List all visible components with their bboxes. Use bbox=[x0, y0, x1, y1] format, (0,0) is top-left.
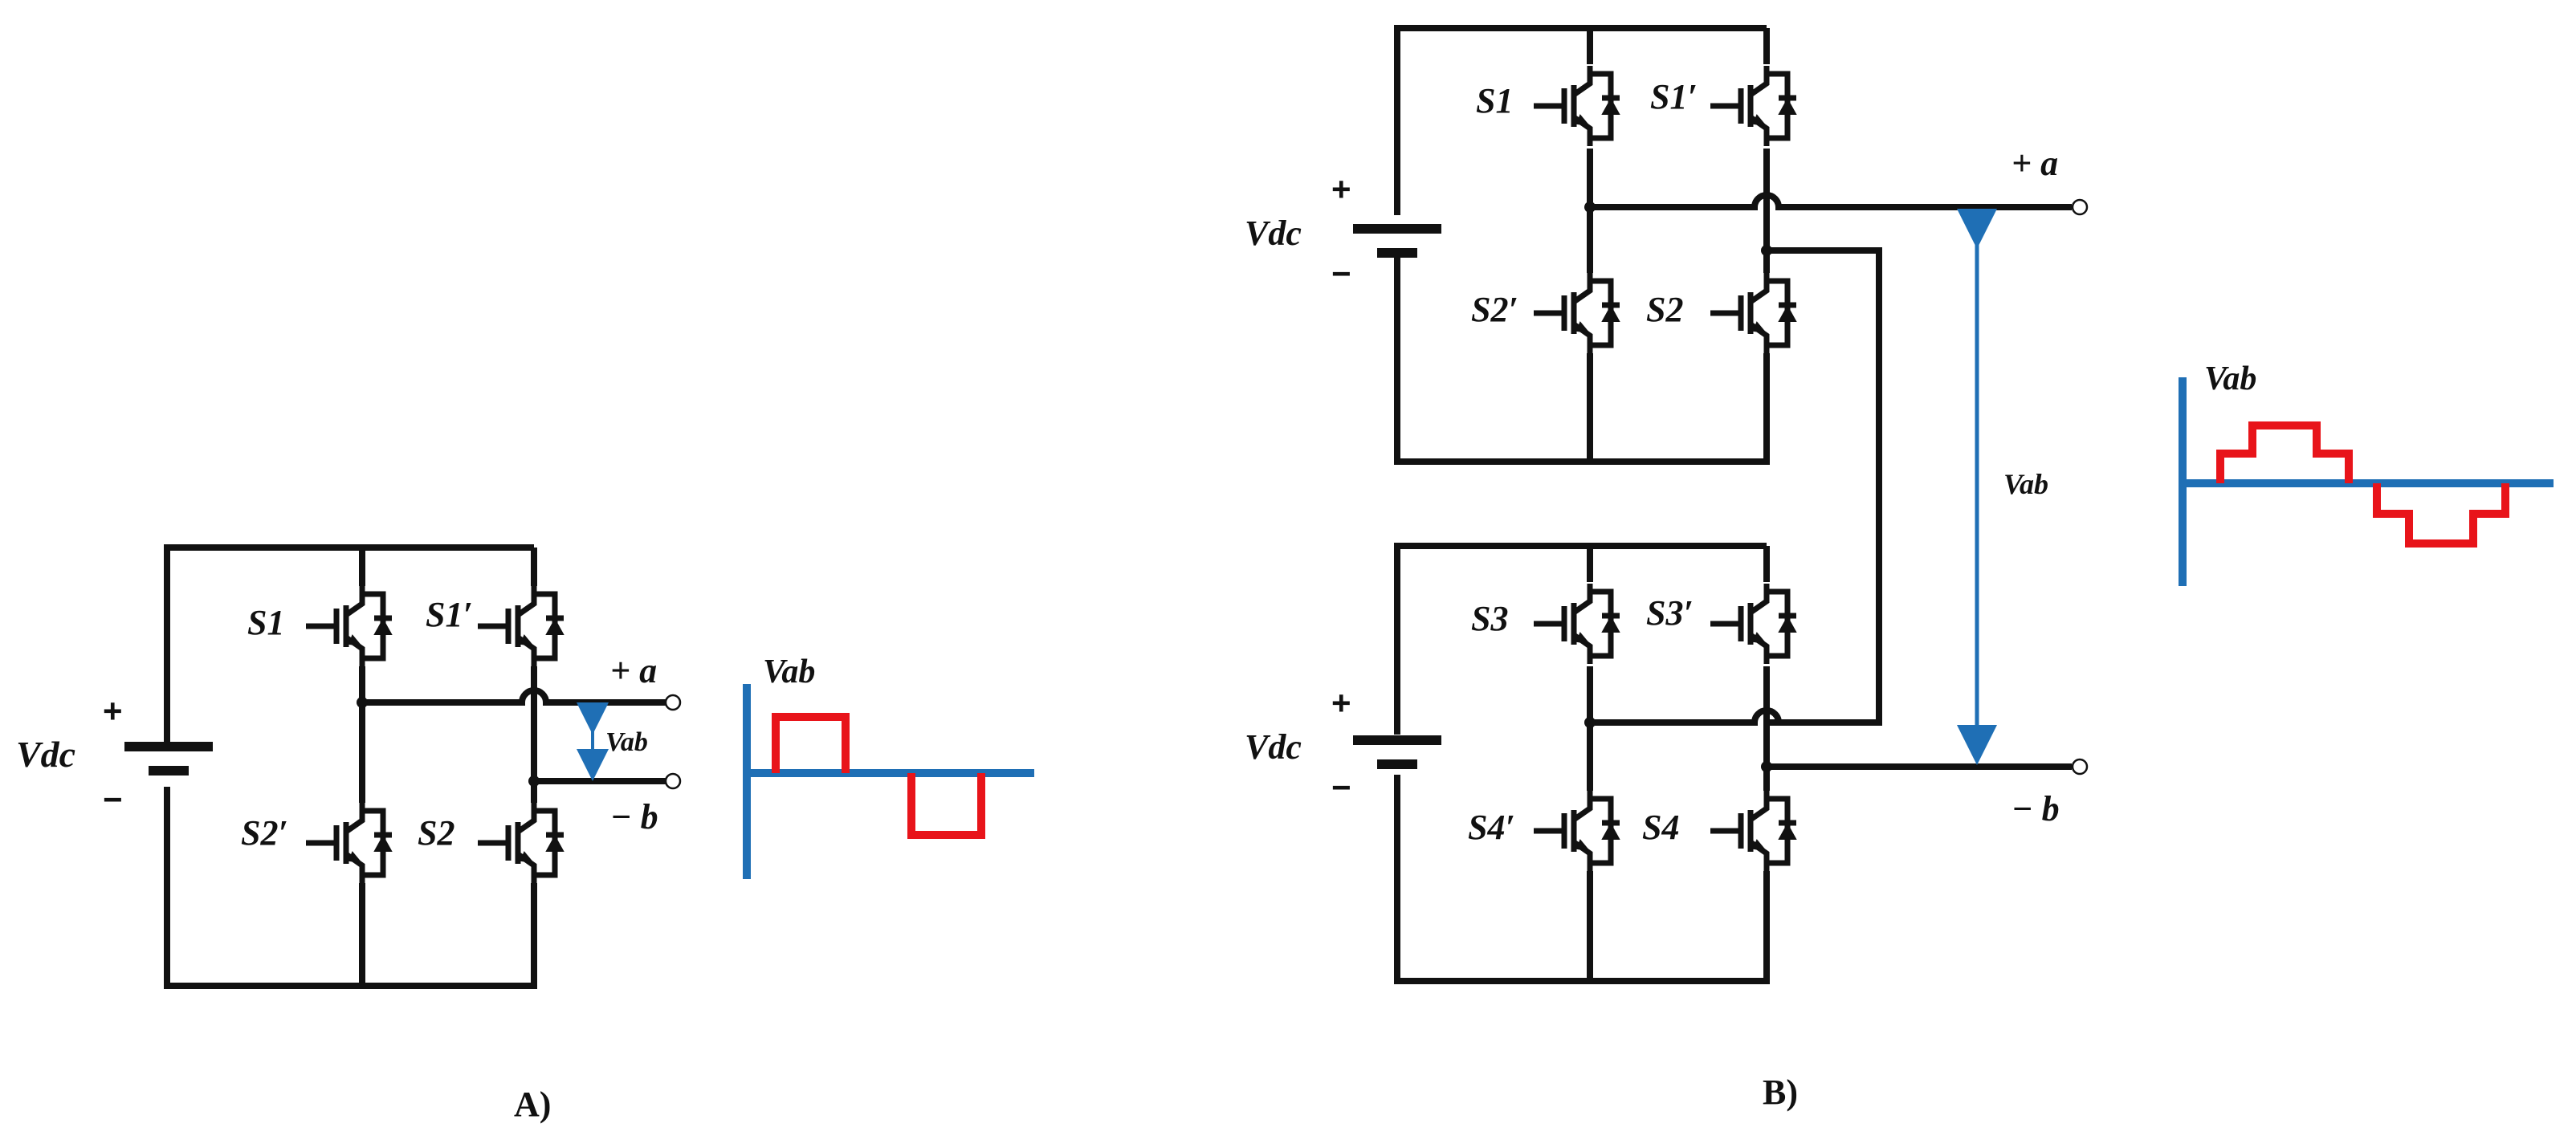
igbt-switch bbox=[478, 803, 565, 883]
igbt-switch bbox=[1710, 66, 1797, 146]
switch-label: S1 bbox=[1476, 81, 1513, 120]
switch-label: S4′ bbox=[1468, 808, 1515, 847]
igbt-arrow bbox=[1752, 632, 1767, 645]
igbt-arrow bbox=[1752, 114, 1767, 127]
igbt-arrow bbox=[1575, 632, 1591, 645]
battery-symbol bbox=[124, 742, 213, 776]
node-dot bbox=[1584, 717, 1596, 728]
panel-a: + − Vdc S1 S1′ S2′ S2 + a − b Vab Vab A) bbox=[16, 544, 1034, 1124]
panel-a-circuit-wires bbox=[164, 544, 666, 989]
waveform-a: Vab bbox=[743, 653, 1034, 879]
terminal-a-label: + a bbox=[610, 651, 657, 690]
switch-label: S2 bbox=[418, 813, 454, 853]
waveform-signal bbox=[2373, 483, 2509, 548]
terminal-b-circle bbox=[664, 772, 682, 790]
igbt-switch bbox=[1534, 273, 1620, 353]
node-dot bbox=[1761, 761, 1772, 772]
igbt-switch bbox=[306, 803, 393, 883]
vab-label: Vab bbox=[605, 727, 648, 757]
igbt-switch bbox=[478, 586, 565, 666]
diode-triangle bbox=[1778, 615, 1797, 633]
battery-minus: − bbox=[1331, 768, 1351, 806]
battery-plus: + bbox=[1331, 684, 1351, 722]
node-dot bbox=[1584, 202, 1596, 213]
battery-plus: + bbox=[1331, 170, 1351, 208]
switch-label: S4 bbox=[1642, 808, 1679, 847]
igbt-arrow bbox=[348, 851, 363, 864]
igbt-switch bbox=[1534, 791, 1620, 871]
igbt-switch bbox=[306, 586, 393, 666]
igbt-switch bbox=[1710, 584, 1797, 664]
switch-label: S2′ bbox=[1471, 290, 1518, 329]
source-label: Vdc bbox=[1245, 727, 1302, 767]
node-dot bbox=[528, 776, 540, 787]
igbt-arrow bbox=[1575, 839, 1591, 852]
diode-triangle bbox=[1778, 304, 1797, 322]
igbt-arrow bbox=[1752, 839, 1767, 852]
switch-label: S3′ bbox=[1646, 593, 1694, 633]
diode-triangle bbox=[1601, 615, 1620, 633]
battery-minus: − bbox=[103, 780, 123, 818]
igbt-arrow bbox=[348, 634, 363, 647]
diode-triangle bbox=[1601, 304, 1620, 322]
diode-triangle bbox=[1601, 97, 1620, 115]
diode-triangle bbox=[545, 617, 565, 635]
waveform-label: Vab bbox=[2204, 360, 2256, 397]
source-label: Vdc bbox=[16, 734, 75, 775]
battery-symbol bbox=[1353, 735, 1441, 769]
vab-label: Vab bbox=[2003, 468, 2048, 500]
waveform-signal bbox=[907, 773, 985, 839]
diode-triangle bbox=[1778, 822, 1797, 840]
igbt-arrow bbox=[1575, 114, 1591, 127]
terminal-b-label: − b bbox=[610, 797, 658, 837]
switch-label: S2′ bbox=[241, 813, 288, 853]
node-dot bbox=[357, 697, 368, 708]
battery-plus: + bbox=[103, 692, 123, 730]
igbt-switch bbox=[1534, 584, 1620, 664]
terminal-a-circle bbox=[2071, 198, 2089, 216]
diode-triangle bbox=[1601, 822, 1620, 840]
igbt-arrow bbox=[1752, 321, 1767, 334]
waveform-signal bbox=[2216, 421, 2353, 483]
diode-triangle bbox=[373, 617, 393, 635]
node-dot bbox=[1761, 245, 1772, 256]
diode-triangle bbox=[1778, 97, 1797, 115]
diode-triangle bbox=[373, 834, 393, 852]
panel-caption: B) bbox=[1763, 1073, 1798, 1112]
waveform-label: Vab bbox=[763, 653, 815, 690]
panel-caption: A) bbox=[514, 1085, 551, 1124]
terminal-a-label: + a bbox=[2011, 144, 2058, 183]
switch-label: S2 bbox=[1646, 290, 1683, 329]
battery-symbol bbox=[1353, 224, 1441, 258]
igbt-arrow bbox=[520, 634, 535, 647]
source-label: Vdc bbox=[1245, 214, 1302, 253]
switch-label: S1 bbox=[247, 603, 284, 642]
terminal-b-circle bbox=[2071, 758, 2089, 776]
waveform-signal bbox=[772, 713, 850, 773]
igbt-switch bbox=[1534, 66, 1620, 146]
diode-triangle bbox=[545, 834, 565, 852]
igbt-arrow bbox=[520, 851, 535, 864]
terminal-a-circle bbox=[664, 694, 682, 711]
panel-b: + − Vdc + − Vdc S1 S1′ S2′ S2 S3 S3′ S4′… bbox=[1245, 25, 2554, 1112]
switch-label: S3 bbox=[1471, 599, 1508, 638]
terminal-b-label: − b bbox=[2011, 789, 2060, 828]
igbt-arrow bbox=[1575, 321, 1591, 334]
switch-label: S1′ bbox=[1650, 77, 1698, 116]
igbt-switch bbox=[1710, 273, 1797, 353]
switch-label: S1′ bbox=[426, 595, 473, 634]
battery-minus: − bbox=[1331, 254, 1351, 292]
igbt-switch bbox=[1710, 791, 1797, 871]
waveform-b: Vab bbox=[2179, 360, 2554, 586]
